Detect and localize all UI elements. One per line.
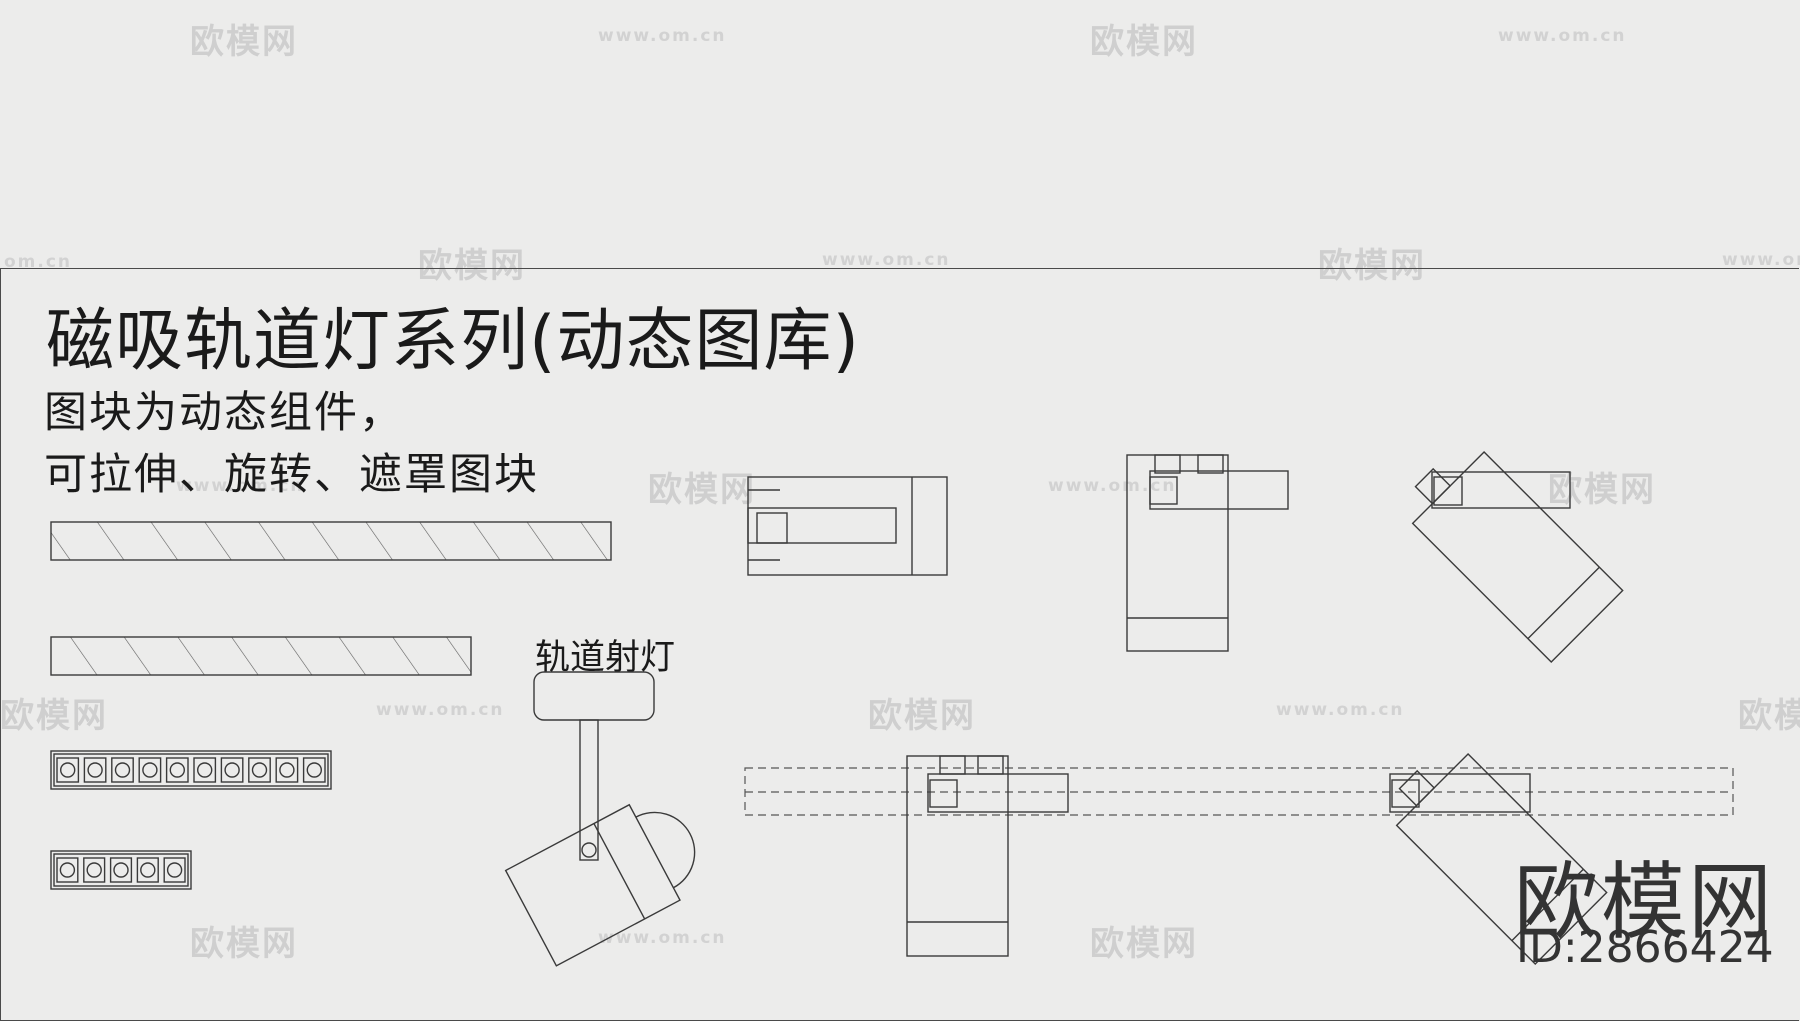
grille-cell [56,757,80,783]
grille-cell [248,757,271,783]
grille-cell [193,757,217,783]
dashed-track [744,767,1734,816]
grille-lens [114,762,131,778]
subtitle-line-1: 图块为动态组件， [44,388,404,438]
grille-cell [83,857,106,883]
magnetic-spot-on-track [906,755,1069,957]
grille-lens [113,862,129,878]
grille-lens [59,862,76,878]
magnetic-spot-rotated-on-track [1389,752,1608,965]
grille-cell [275,757,299,783]
subtitle-line-2: 可拉伸、旋转、遮罩图块 [44,450,539,500]
grille-cell [111,757,134,783]
grille-lens [59,762,76,778]
brand-id: ID:2866424 [1516,922,1774,973]
grille-lens [87,762,103,778]
page-title: 磁吸轨道灯系列(动态图库) [46,302,861,381]
grille-lens [279,762,295,778]
brand-logo-text: 欧模网 [1514,853,1776,951]
grille-cell [163,857,186,883]
linear-light-bar-medium [50,636,472,676]
grille-light-10 [50,750,332,790]
grille-lens [86,862,102,878]
grille-cell [302,757,326,783]
grille-lens [251,762,268,778]
grille-cell [220,757,244,783]
grille-cell [136,857,159,883]
grille-lens [140,862,156,878]
linear-light-bar-long [50,521,612,561]
grille-lens [166,862,183,878]
grille-cell [138,757,162,783]
grille-cell [109,857,133,883]
track-spotlight [504,671,696,967]
magnetic-spot-rotated [1411,450,1624,663]
grille-lens [306,762,322,778]
grille-cell [83,757,107,783]
grille-light-5 [50,850,192,890]
grille-lens [169,762,186,778]
magnetic-spot-vertical [1126,454,1289,652]
magnetic-spot-horizontal [747,476,948,576]
grille-cell [165,757,189,783]
grille-lens [224,762,240,778]
grille-cell [56,857,79,883]
grille-lens [196,762,213,778]
grille-lens [142,762,158,778]
